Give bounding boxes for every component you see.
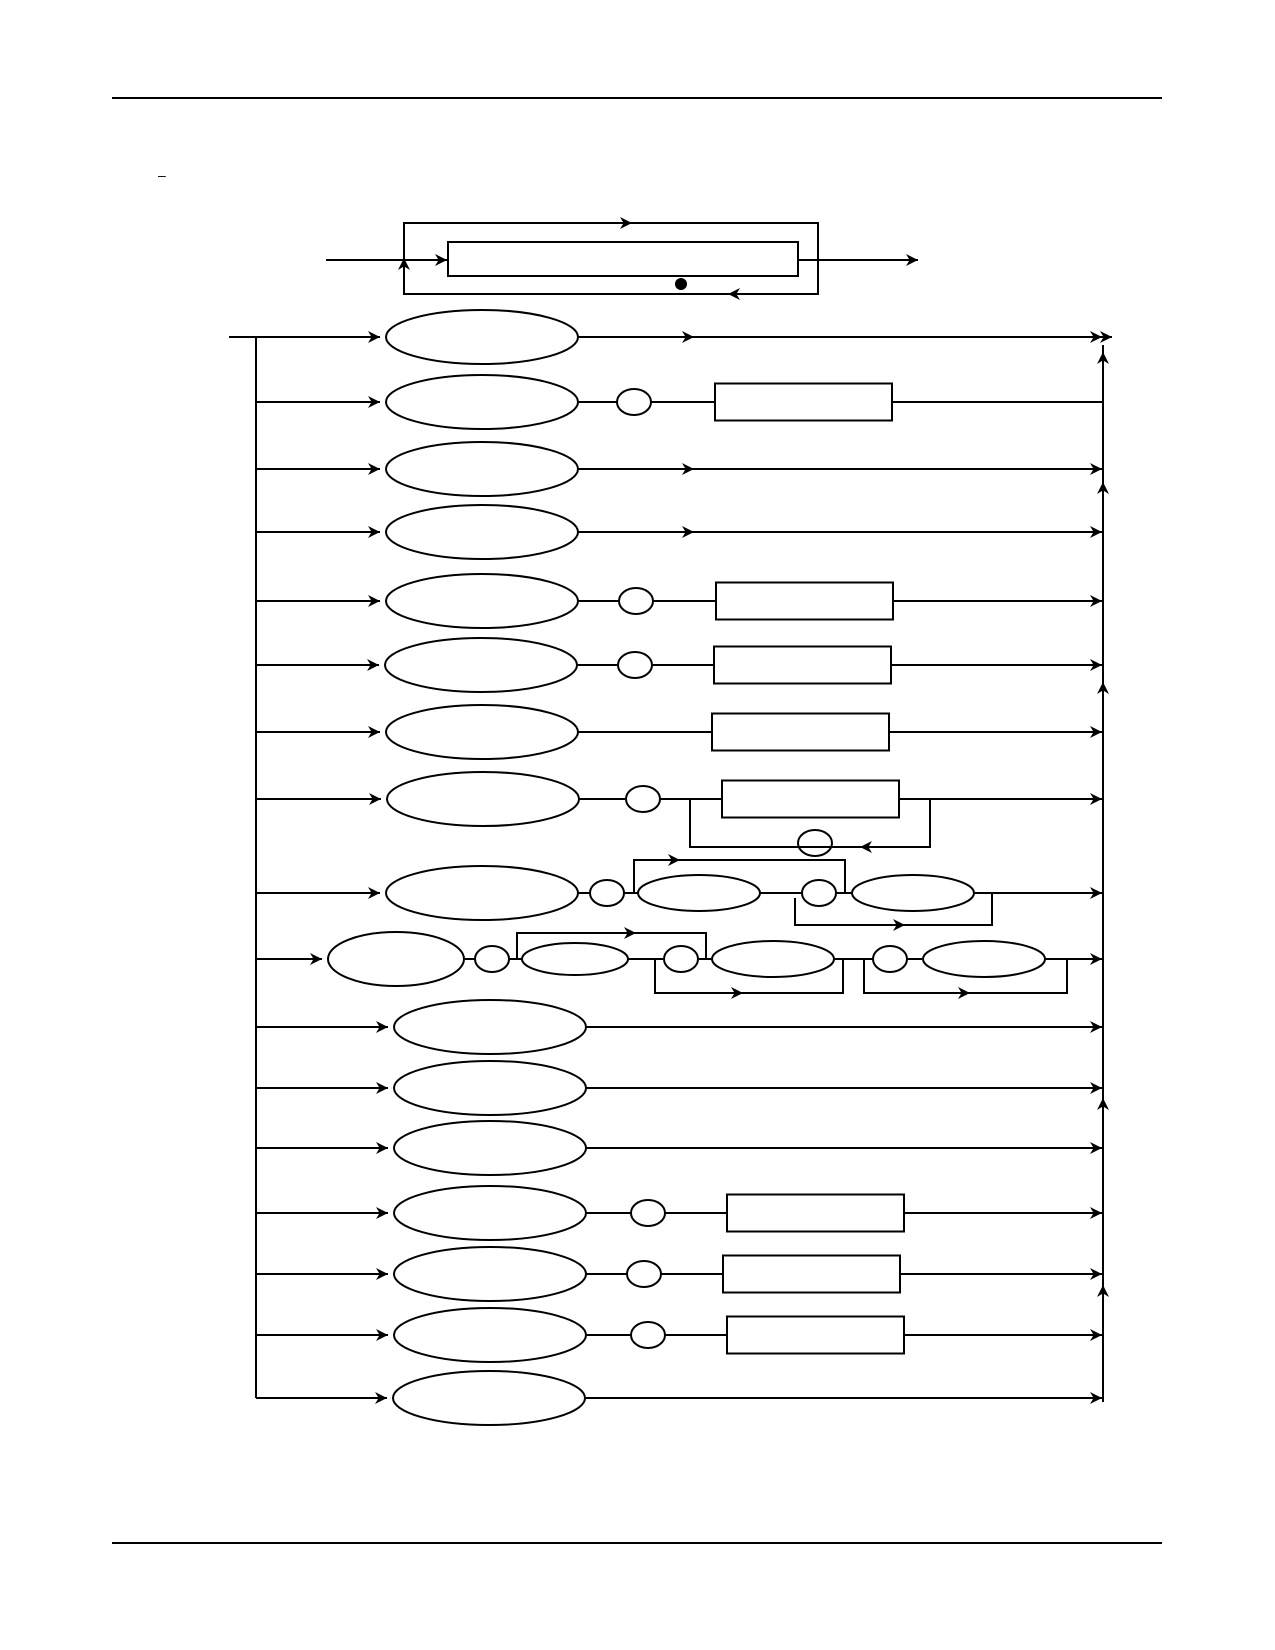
option-oval <box>851 874 975 912</box>
option-oval <box>711 940 835 978</box>
value-box <box>721 779 900 819</box>
option-oval <box>521 942 629 976</box>
keyword-oval <box>392 1370 586 1426</box>
option-oval <box>637 874 761 912</box>
keyword-oval <box>327 931 465 987</box>
option-oval <box>922 940 1046 978</box>
value-box <box>715 581 894 621</box>
keyword-oval <box>386 771 580 827</box>
bypass-line <box>633 859 846 893</box>
keyword-oval <box>385 374 579 430</box>
loop-return <box>728 260 819 300</box>
top-rule <box>112 97 1162 99</box>
separator-oval <box>474 945 510 973</box>
keyword-oval <box>385 865 579 921</box>
keyword-oval <box>384 637 578 693</box>
repeat-box <box>447 241 799 277</box>
value-box <box>726 1193 905 1233</box>
separator-oval <box>626 1260 662 1288</box>
keyword-oval <box>385 441 579 497</box>
separator-oval <box>797 829 833 857</box>
separator-oval <box>801 879 837 907</box>
value-box <box>722 1254 901 1294</box>
separator-oval <box>617 651 653 679</box>
keyword-oval <box>393 1060 587 1116</box>
separator-oval <box>872 945 908 973</box>
keyword-oval <box>393 1120 587 1176</box>
value-box <box>711 712 890 752</box>
repeat-loop <box>689 799 931 848</box>
bypass-line <box>794 893 993 926</box>
keyword-oval <box>393 1185 587 1241</box>
keyword-oval <box>385 573 579 629</box>
keyword-oval <box>385 704 579 760</box>
keyword-oval <box>393 1246 587 1302</box>
separator-oval <box>663 945 699 973</box>
keyword-oval <box>385 504 579 560</box>
value-box <box>713 645 892 685</box>
keyword-oval <box>385 309 579 365</box>
keyword-oval <box>393 999 587 1055</box>
loop-dot <box>675 278 687 290</box>
keyword-oval <box>393 1307 587 1363</box>
bypass-line <box>654 959 844 994</box>
separator-oval <box>616 388 652 416</box>
separator-oval <box>630 1199 666 1227</box>
loop-return <box>398 258 728 295</box>
separator-oval <box>630 1321 666 1349</box>
value-box <box>714 382 893 422</box>
separator-oval <box>589 879 625 907</box>
value-box <box>726 1315 905 1355</box>
separator-oval <box>618 587 654 615</box>
separator-oval <box>625 785 661 813</box>
bottom-rule <box>112 1542 1162 1544</box>
page-mark: – <box>158 167 166 183</box>
